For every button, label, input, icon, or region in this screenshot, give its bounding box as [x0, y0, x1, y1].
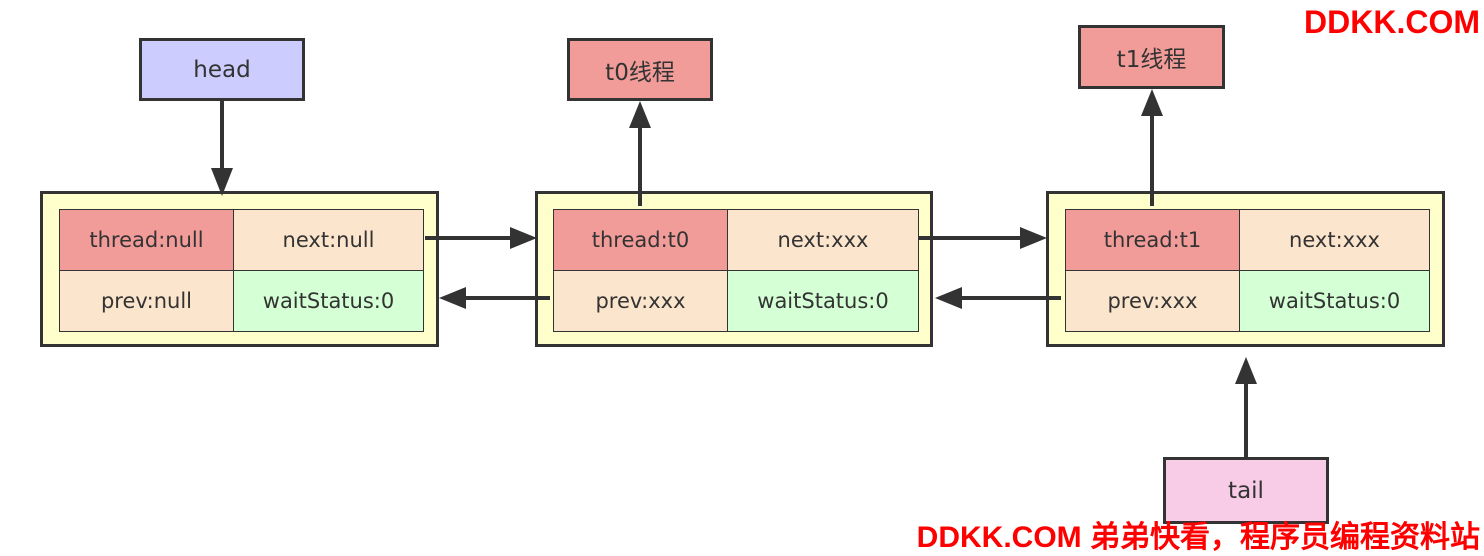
watermark-bottom: DDKK.COM 弟弟快看，程序员编程资料站	[916, 521, 1480, 554]
arrowhead-left-node0	[439, 287, 466, 309]
arrowhead-up-t1	[1141, 89, 1163, 116]
node-0-thread: thread:null	[59, 209, 234, 271]
node-0-next-text: next:null	[282, 228, 375, 252]
node-2-thread-text: thread:t1	[1103, 228, 1202, 252]
node-0-waitstatus: waitStatus:0	[233, 270, 424, 332]
arrowhead-up-node2	[1235, 357, 1257, 384]
queue-node-t0: thread:t0 next:xxx prev:xxx waitStatus:0	[535, 191, 933, 347]
node-1-waitstatus-text: waitStatus:0	[757, 289, 889, 313]
tail-box: tail	[1163, 457, 1329, 524]
arrowhead-left-node1	[935, 287, 962, 309]
node-1-prev-text: prev:xxx	[595, 289, 686, 313]
node-1-prev: prev:xxx	[553, 270, 728, 332]
node-0-waitstatus-text: waitStatus:0	[262, 289, 395, 313]
node-2-prev-text: prev:xxx	[1107, 289, 1198, 313]
t1-thread-label: t1线程	[1116, 47, 1187, 73]
node-0-thread-text: thread:null	[89, 228, 204, 252]
node-0-prev-text: prev:null	[100, 289, 193, 313]
t0-thread-box: t0线程	[567, 38, 713, 101]
head-label: head	[193, 56, 251, 83]
queue-node-head: thread:null next:null prev:null waitStat…	[40, 191, 439, 347]
t1-thread-box: t1线程	[1078, 25, 1225, 89]
node-1-thread-text: thread:t0	[591, 228, 690, 252]
t0-thread-label: t0线程	[605, 59, 675, 86]
watermark-top: DDKK.COM	[1304, 4, 1480, 40]
node-2-waitstatus: waitStatus:0	[1239, 270, 1430, 332]
node-1-next-text: next:xxx	[777, 228, 869, 252]
queue-node-t1: thread:t1 next:xxx prev:xxx waitStatus:0	[1046, 191, 1445, 347]
node-2-next-text: next:xxx	[1289, 228, 1380, 252]
arrowhead-right-node2	[1020, 227, 1047, 249]
node-2-thread: thread:t1	[1065, 209, 1240, 271]
node-1-waitstatus: waitStatus:0	[727, 270, 919, 332]
node-0-prev: prev:null	[59, 270, 234, 332]
node-1-next: next:xxx	[727, 209, 919, 271]
node-2-waitstatus-text: waitStatus:0	[1268, 289, 1401, 313]
tail-label: tail	[1228, 477, 1264, 504]
node-1-thread: thread:t0	[553, 209, 728, 271]
arrowhead-right-node1	[510, 227, 537, 249]
arrowhead-down-node0	[211, 168, 233, 196]
arrowhead-up-t0	[629, 101, 651, 128]
head-box: head	[139, 38, 305, 101]
